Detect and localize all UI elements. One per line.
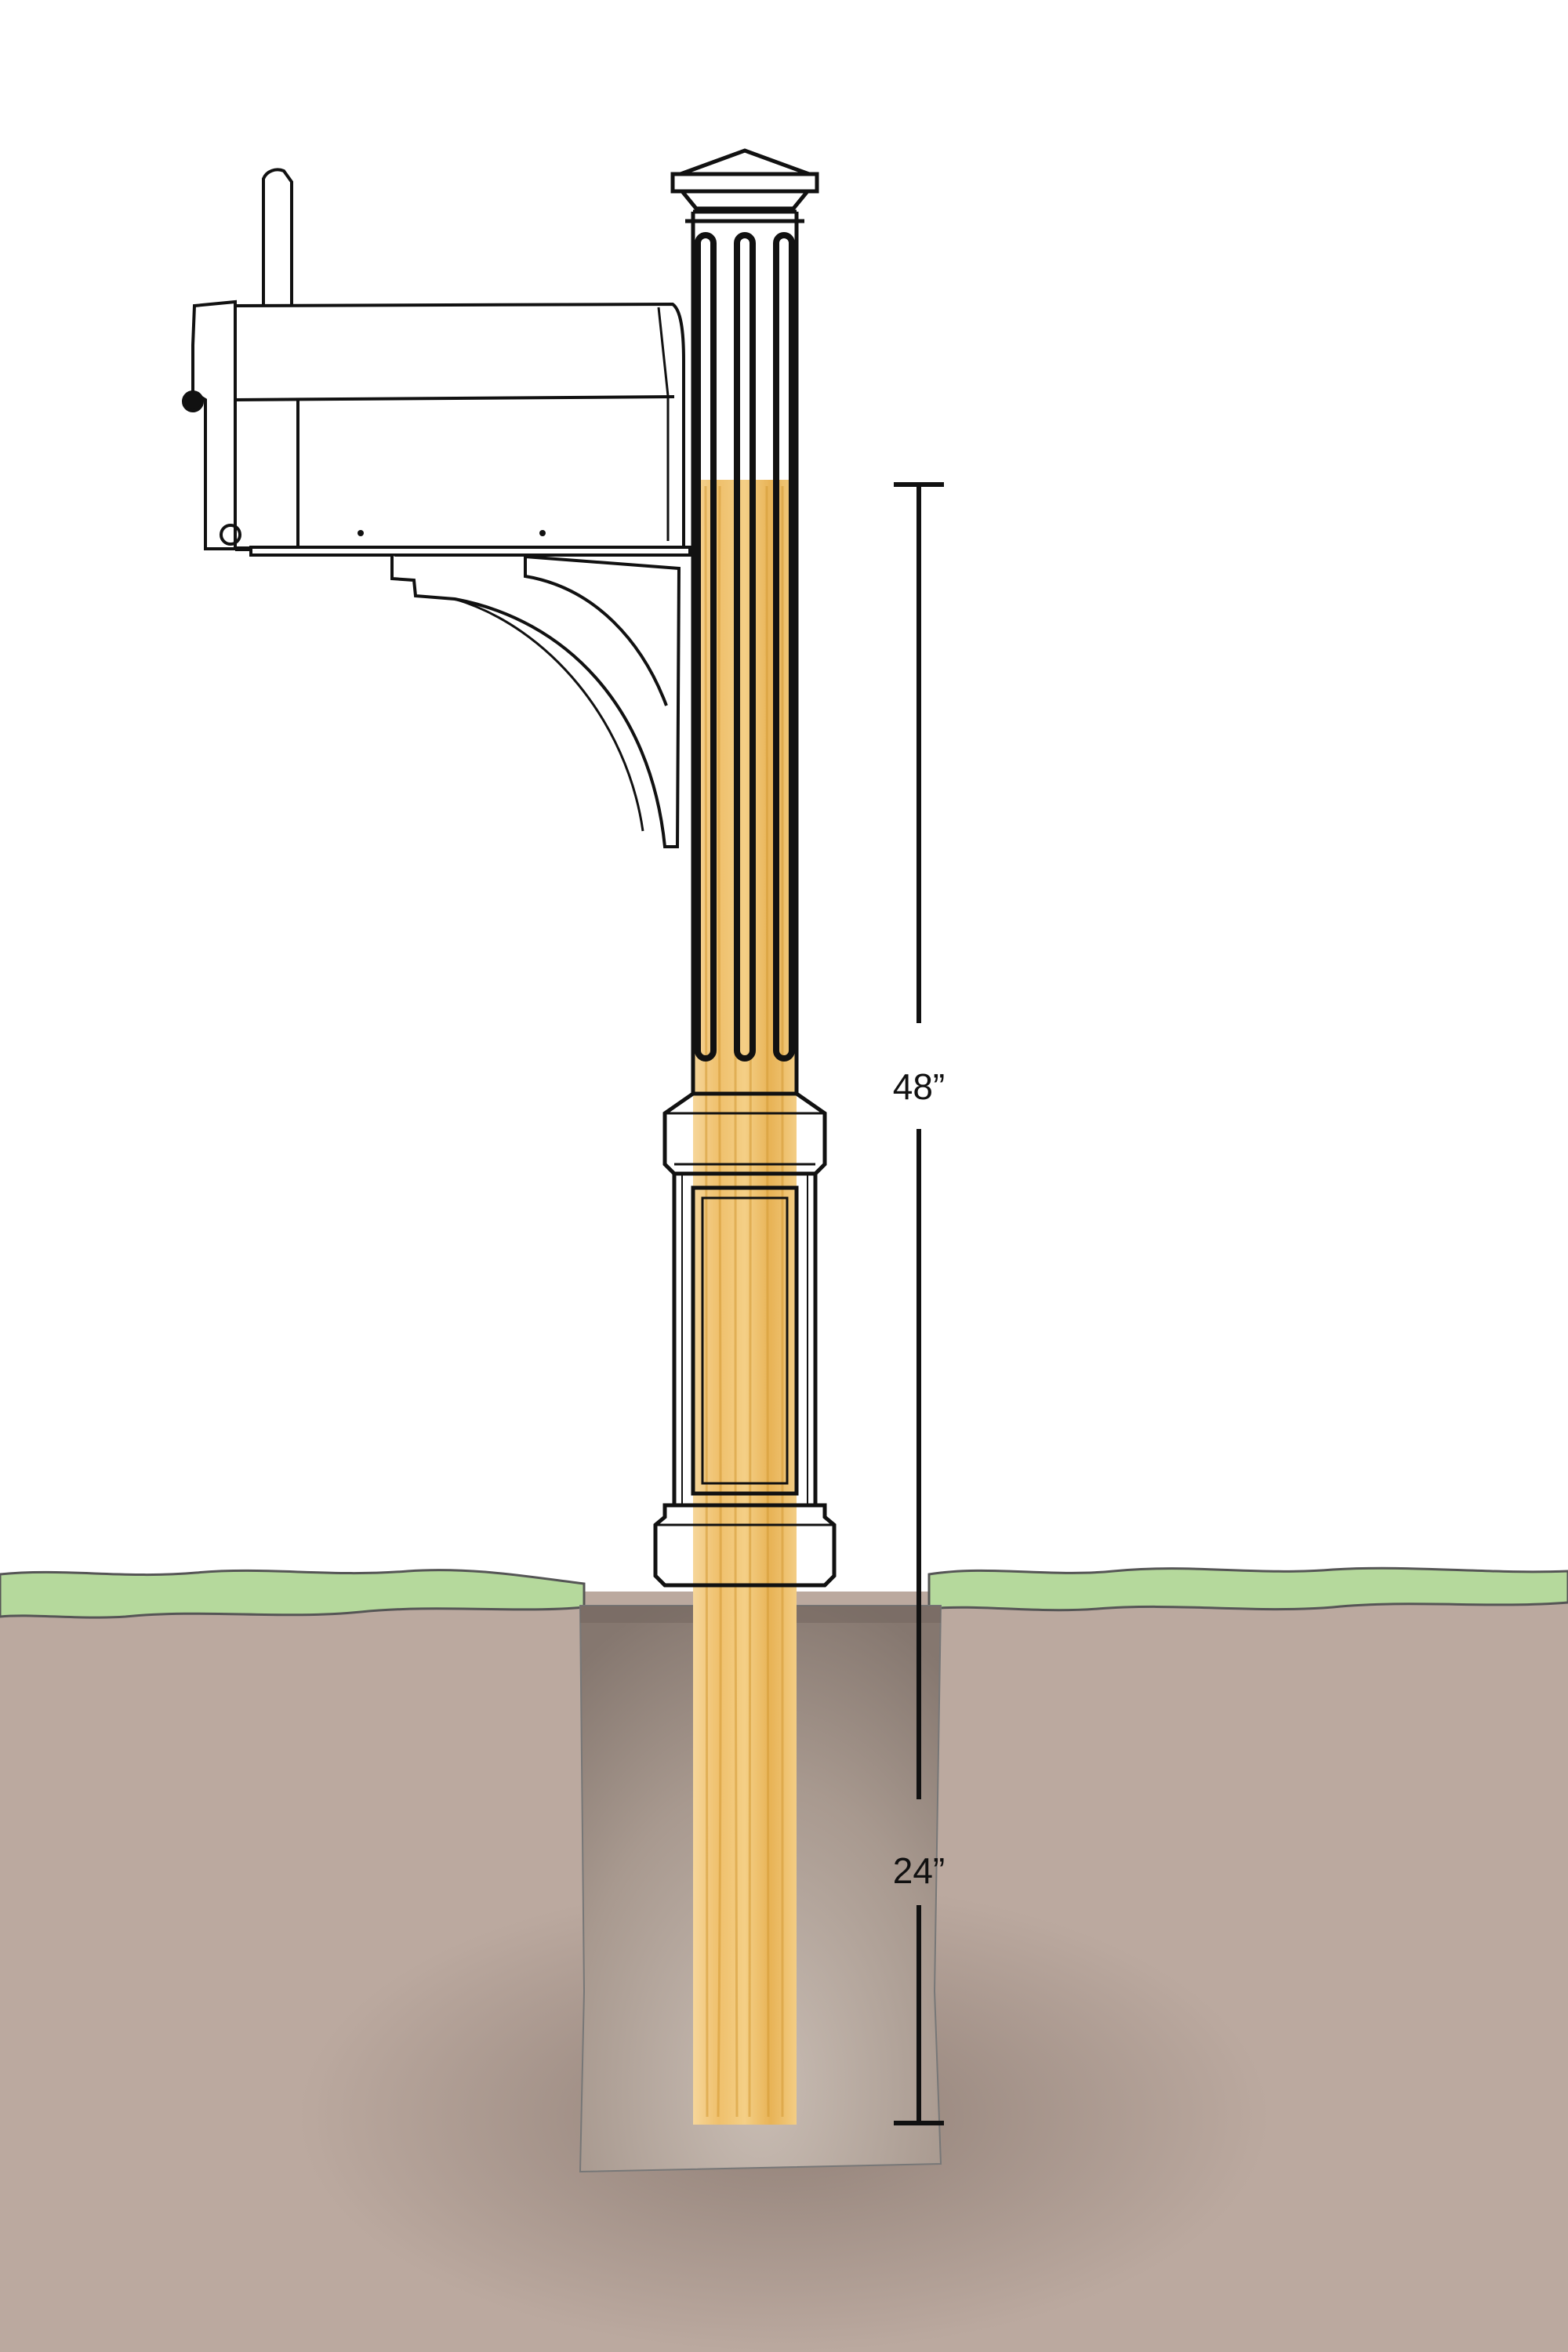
door-latch-icon — [182, 390, 204, 412]
support-bracket — [390, 554, 681, 848]
hinge-icon — [220, 524, 241, 546]
post-base-skirt — [653, 1503, 837, 1588]
mailbox-body — [234, 302, 685, 550]
dimension-label-24: 24” — [893, 1850, 945, 1891]
dimension-lines — [894, 482, 944, 2125]
flute-left — [695, 232, 717, 1062]
base-panel — [691, 1185, 799, 1496]
mailbox-door — [191, 299, 237, 550]
flute-center — [734, 232, 756, 1062]
flute-right — [773, 232, 795, 1062]
wooden-post — [693, 480, 797, 2125]
mailbox — [182, 168, 691, 557]
grass-right — [927, 1566, 1568, 1612]
grass-left — [0, 1569, 586, 1619]
dimension-label-48: 48” — [893, 1066, 945, 1107]
post-cap — [680, 148, 810, 176]
post-sleeve — [653, 148, 837, 1588]
